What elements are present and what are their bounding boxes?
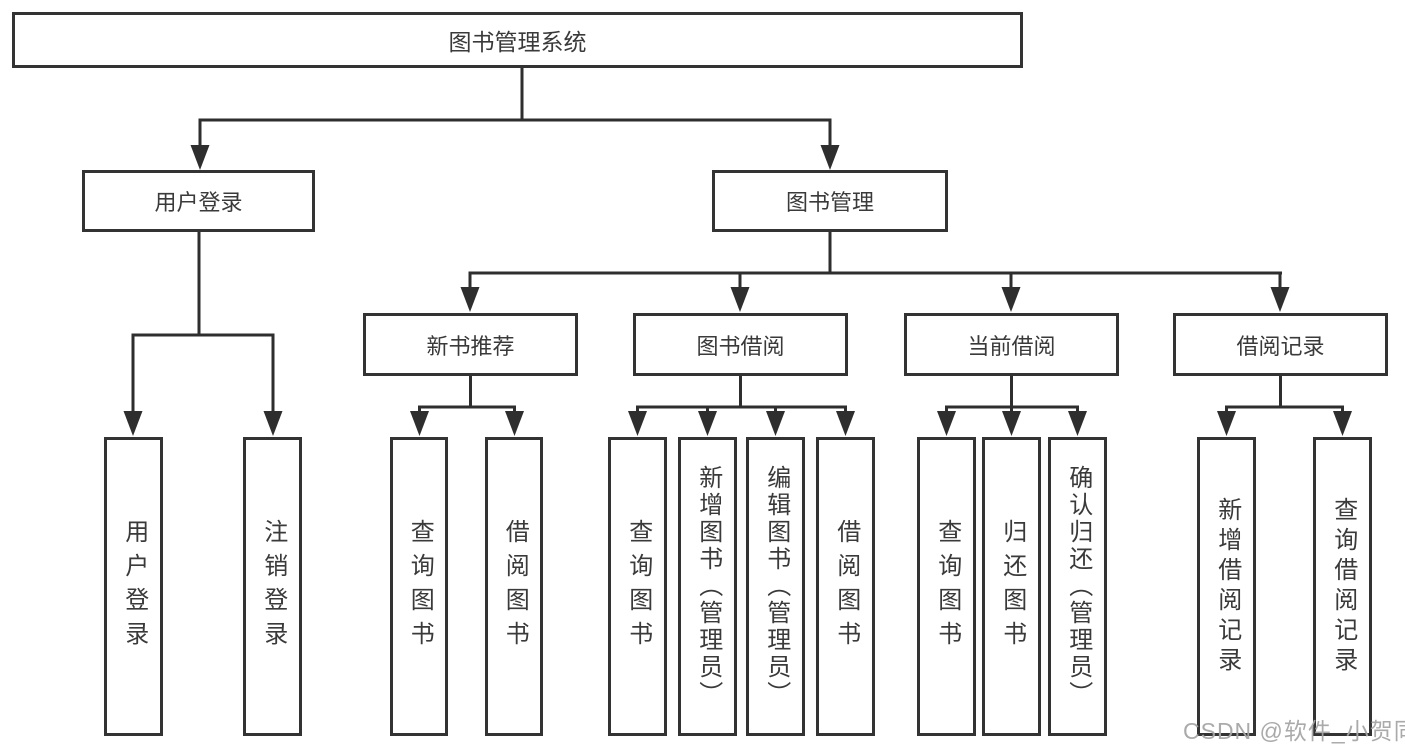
node-current-borrow: 当前借阅 [904,313,1119,376]
arrowhead [1333,411,1352,436]
connector-new-book-recommend [410,376,524,436]
leaf-logout-label: 注销登录 [259,518,287,655]
leaf-edit-book-admin: 编辑图书（管理员） [746,437,805,736]
arrowhead [123,411,143,436]
arrowhead [410,411,429,436]
leaf-borrow-books-2-label: 借阅图书 [832,518,860,655]
node-book-management-label: 图书管理 [785,190,874,215]
arrowhead [820,145,840,170]
arrowhead [1001,287,1021,312]
leaf-query-books-2: 查询图书 [608,437,667,736]
leaf-query-books-1-label: 查询图书 [406,518,434,655]
leaf-return-books-label: 归还图书 [998,518,1026,655]
leaf-borrow-books-1-label: 借阅图书 [501,518,529,655]
arrowhead [460,287,480,312]
connector-user-login [123,232,283,436]
leaf-borrow-books-1: 借阅图书 [485,437,543,736]
leaf-borrow-books-2: 借阅图书 [816,437,875,736]
arrowhead [937,411,956,436]
leaf-user-login-label: 用户登录 [120,518,148,655]
arrowhead [505,411,524,436]
node-borrow-records: 借阅记录 [1173,313,1388,376]
arrowhead [190,145,210,170]
leaf-query-books-3-label: 查询图书 [933,518,961,655]
node-book-management: 图书管理 [712,170,948,232]
node-new-book-recommend-label: 新书推荐 [426,333,515,359]
arrowhead [836,411,855,436]
leaf-add-book-admin-label: 新增图书（管理员） [694,465,722,708]
connector-current-borrow [937,376,1087,436]
leaf-add-borrow-record: 新增借阅记录 [1197,437,1256,736]
leaf-query-borrow-record: 查询借阅记录 [1313,437,1372,736]
leaf-logout: 注销登录 [243,437,302,736]
connector-root [190,68,840,170]
node-current-borrow-label: 当前借阅 [967,333,1056,359]
connector-book-management [460,232,1290,312]
connector-book-borrow [628,376,855,436]
node-user-login-label: 用户登录 [154,190,243,215]
arrowhead [730,287,750,312]
csdn-watermark: CSDN @软件_小贺同学 [1183,718,1405,744]
node-borrow-records-label: 借阅记录 [1236,333,1325,359]
arrowhead [628,411,647,436]
arrowhead [1270,287,1290,312]
node-root: 图书管理系统 [12,12,1023,68]
arrowhead [766,411,785,436]
leaf-confirm-return-admin-label: 确认归还（管理员） [1064,465,1092,708]
arrowhead [1068,411,1087,436]
leaf-query-books-3: 查询图书 [917,437,976,736]
arrowhead [263,411,283,436]
leaf-add-borrow-record-label: 新增借阅记录 [1213,496,1241,677]
connector-borrow-records [1217,376,1352,436]
node-user-login: 用户登录 [82,170,315,232]
leaf-edit-book-admin-label: 编辑图书（管理员） [762,465,790,708]
node-book-borrow-label: 图书借阅 [696,333,785,359]
node-root-label: 图书管理系统 [448,29,587,55]
leaf-return-books: 归还图书 [982,437,1041,736]
arrowhead [698,411,717,436]
leaf-query-books-2-label: 查询图书 [624,518,652,655]
leaf-user-login: 用户登录 [104,437,163,736]
node-new-book-recommend: 新书推荐 [363,313,578,376]
arrowhead [1217,411,1236,436]
leaf-add-book-admin: 新增图书（管理员） [678,437,737,736]
leaf-query-books-1: 查询图书 [390,437,448,736]
leaf-confirm-return-admin: 确认归还（管理员） [1048,437,1107,736]
leaf-query-borrow-record-label: 查询借阅记录 [1329,496,1357,677]
node-book-borrow: 图书借阅 [633,313,848,376]
arrowhead [1002,411,1021,436]
